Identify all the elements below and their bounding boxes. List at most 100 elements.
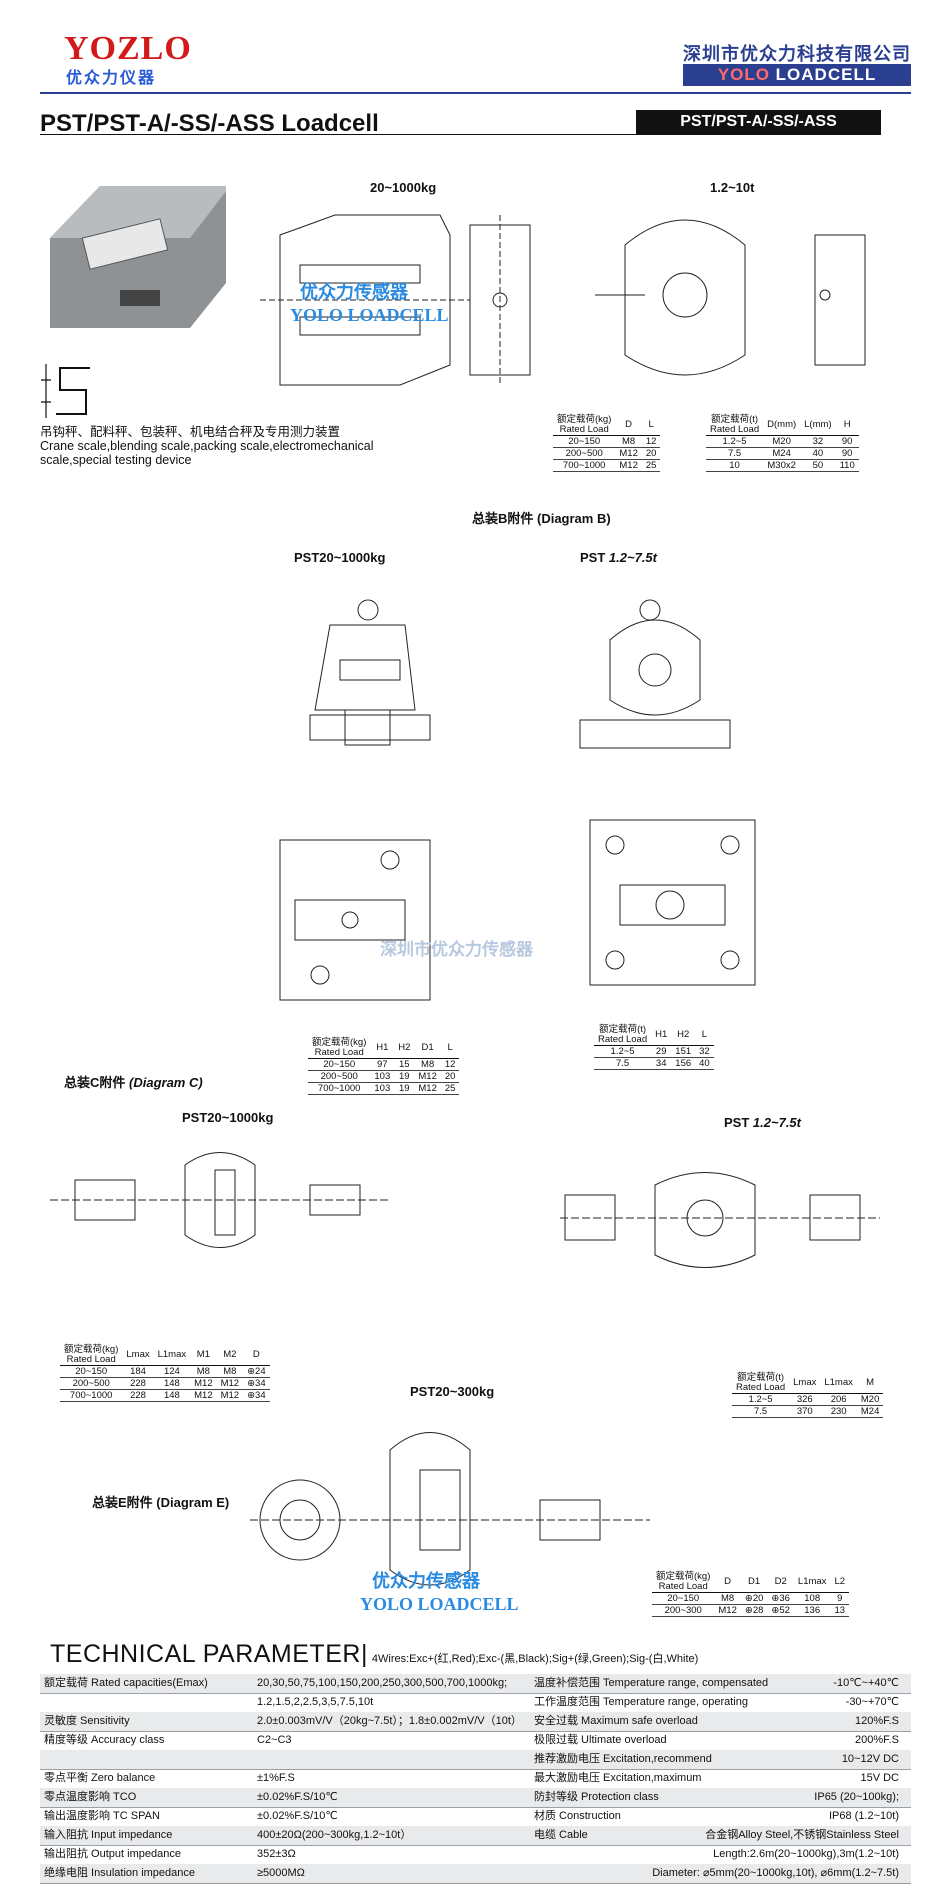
- header-divider: [40, 92, 911, 94]
- application-en-1: Crane scale,blending scale,packing scale…: [40, 439, 374, 453]
- tech-cell-r: 防封等级 Protection class: [534, 1791, 659, 1803]
- tech-cell-lv: 400±20Ω(200~300kg,1.2~10t）: [257, 1829, 412, 1841]
- page-title: PST/PST-A/-SS/-ASS Loadcell: [40, 110, 379, 137]
- tech-title: TECHNICAL PARAMETER: [50, 1640, 361, 1668]
- tech-cell-lv: ±1%F.S: [257, 1772, 295, 1784]
- tech-cell-r: 最大激励电压 Excitation,maximum: [534, 1772, 702, 1784]
- tech-row: 灵敏度 Sensitivity 2.0±0.003mV/V（20kg~7.5t）；…: [40, 1712, 911, 1732]
- tech-cell-l: 输出阻抗 Output impedance: [44, 1848, 181, 1860]
- diagram-e-title: 总装E附件 (Diagram E): [92, 1495, 230, 1510]
- drawing-b-left-top: [309, 599, 431, 746]
- tech-cell-r: 推荐激励电压 Excitation,recommend: [534, 1753, 712, 1765]
- tech-cell-rv: 合金钢Alloy Steel,不锈钢Stainless Steel: [705, 1829, 899, 1841]
- tech-cell-r: 温度补偿范围 Temperature range, compensated: [534, 1677, 769, 1689]
- tech-row: 推荐激励电压 Excitation,recommend 10~12V DC: [40, 1750, 911, 1770]
- diagram-c-title: 总装C附件 (Diagram C): [64, 1075, 203, 1090]
- tech-row: 绝缘电阻 Insulation impedance ≥5000MΩ Diameter…: [40, 1864, 911, 1884]
- tech-row: 零点温度影响 TCO ±0.02%F.S/10℃ 防封等级 Protection c…: [40, 1788, 911, 1808]
- title-badge: PST/PST-A/-SS/-ASS: [636, 110, 881, 134]
- drawing-b-right-top: [579, 599, 731, 749]
- tech-cell-rv: IP68 (1.2~10t): [828, 1810, 899, 1822]
- tech-cell-lv: C2~C3: [257, 1734, 292, 1746]
- tech-cell-lv: ≥5000MΩ: [257, 1867, 305, 1879]
- company-name: 深圳市优众力科技有限公司: [683, 44, 911, 64]
- drawing-20-1000kg: [260, 214, 531, 386]
- tech-cell-l: 精度等级 Accuracy class: [44, 1734, 165, 1746]
- tech-cell-lv: 20,30,50,75,100,150,200,250,300,500,700,…: [257, 1677, 508, 1689]
- brand-badge-b: LOADCELL: [775, 65, 877, 84]
- tech-row: 1.2,1.5,2,2.5,3,5,7.5,10t 工作温度范围 Temperat…: [40, 1693, 911, 1713]
- drawing-b-left-plate: [279, 839, 431, 1001]
- label-20-1000kg: 20~1000kg: [370, 180, 437, 195]
- drawing-1-2-10t: [595, 219, 866, 376]
- diagram-b-right-label: PST 1.2~7.5t: [580, 550, 657, 565]
- brand-badge: YOLO LOADCELL: [683, 64, 911, 86]
- application-text: 吊钩秤、配料秤、包装秤、机电结合秤及专用测力装置 Crane scale,ble…: [40, 425, 374, 467]
- tech-row: 输入阻抗 Input impedance 400±20Ω(200~300kg,1.…: [40, 1826, 911, 1846]
- drawing-c-right: [560, 1172, 880, 1268]
- watermark-en-1: YOLO LOADCELL: [290, 305, 449, 325]
- tech-cell-l: 输入阻抗 Input impedance: [44, 1829, 173, 1841]
- tech-cell-lv: 1.2,1.5,2,2.5,3,5,7.5,10t: [257, 1696, 374, 1708]
- tech-cell-rv: 120%F.S: [854, 1715, 899, 1727]
- tech-cell-lv: ±0.02%F.S/10℃: [257, 1810, 338, 1822]
- application-en-2: scale,special testing device: [40, 453, 192, 467]
- title-divider: [40, 134, 881, 135]
- tech-row: 精度等级 Accuracy class C2~C3 极限过载 Ultimate ov…: [40, 1731, 911, 1751]
- tech-cell-rv: Diameter: ⌀5mm(20~1000kg,10t), ⌀6mm(1.2~…: [652, 1867, 899, 1879]
- tech-title-line: TECHNICAL PARAMETER| 4Wires:Exc+(红,Red);…: [50, 1640, 699, 1668]
- tech-cell-lv: 352±3Ω: [257, 1848, 296, 1860]
- application-cn: 吊钩秤、配料秤、包装秤、机电结合秤及专用测力装置: [40, 425, 341, 439]
- diagram-c-right-label: PST 1.2~7.5t: [724, 1115, 801, 1130]
- tech-cell-l: 零点温度影响 TCO: [44, 1791, 137, 1803]
- tech-cell-r: 电缆 Cable: [534, 1829, 588, 1841]
- tech-cell-l: 灵敏度 Sensitivity: [44, 1715, 130, 1727]
- tech-cell-rv: -10℃~+40℃: [833, 1677, 899, 1689]
- tech-cell-rv: -30~+70℃: [845, 1696, 899, 1708]
- logo-subtitle: 优众力仪器: [66, 70, 157, 87]
- tech-cell-r: 材质 Construction: [534, 1810, 621, 1822]
- tech-cell-l: 额定载荷 Rated capacities(Emax): [44, 1677, 208, 1689]
- tech-cell-lv: ±0.02%F.S/10℃: [257, 1791, 338, 1803]
- tech-cell-l: 绝缘电阻 Insulation impedance: [44, 1867, 196, 1879]
- drawing-e: [250, 1432, 650, 1586]
- tech-cell-lv: 2.0±0.003mV/V（20kg~7.5t）；1.8±0.002mV/V（1…: [257, 1715, 522, 1727]
- product-photo: [50, 186, 226, 328]
- tech-cell-r: 工作温度范围 Temperature range, operating: [534, 1696, 748, 1708]
- tech-cell-rv: 15V DC: [860, 1772, 899, 1784]
- tech-cell-rv: IP65 (20~100kg);: [814, 1791, 899, 1803]
- tech-cell-l: 零点平衡 Zero balance: [44, 1772, 156, 1784]
- tech-cell-rv: 10~12V DC: [841, 1753, 899, 1765]
- diagram-b-title: 总装B附件 (Diagram B): [472, 511, 611, 526]
- tech-row: 零点平衡 Zero balance ±1%F.S 最大激励电压 Excitation…: [40, 1769, 911, 1789]
- diagram-b-watermark: 深圳市优众力传感器: [380, 940, 533, 959]
- tech-cell-r: 极限过载 Ultimate overload: [534, 1734, 667, 1746]
- tech-cell-r: 安全过载 Maximum safe overload: [534, 1715, 698, 1727]
- diagram-c-left-label: PST20~1000kg: [182, 1110, 274, 1125]
- label-1-2-10t: 1.2~10t: [710, 180, 755, 195]
- brand-badge-a: YOLO: [717, 65, 770, 84]
- tech-cell-l: 输出温度影响 TC SPAN: [44, 1810, 160, 1822]
- tech-cell-rv: 200%F.S: [854, 1734, 899, 1746]
- watermark-cn-2: 优众力传感器: [372, 1571, 480, 1591]
- tech-row: 额定载荷 Rated capacities(Emax) 20,30,50,75,1…: [40, 1674, 911, 1694]
- logo: YOZLO: [64, 30, 192, 67]
- tech-row: 输出阻抗 Output impedance 352±3Ω Length:2.6m(2…: [40, 1845, 911, 1865]
- tech-row: 输出温度影响 TC SPAN ±0.02%F.S/10℃ 材质 Constructi…: [40, 1807, 911, 1827]
- drawing-b-right-plate: [589, 819, 756, 986]
- diagram-e-label: PST20~300kg: [410, 1384, 495, 1399]
- diagram-b-left-label: PST20~1000kg: [294, 550, 386, 565]
- tech-cell-rv: Length:2.6m(20~1000kg),3m(1.2~10t): [713, 1848, 899, 1860]
- tech-wires: 4Wires:Exc+(红,Red);Exc-(黑,Black);Sig+(绿,…: [371, 1653, 699, 1665]
- watermark-en-2: YOLO LOADCELL: [360, 1594, 519, 1614]
- drawing-c-left: [50, 1152, 390, 1248]
- s-type-symbol: [41, 364, 90, 418]
- watermark-cn-1: 优众力传感器: [300, 282, 408, 302]
